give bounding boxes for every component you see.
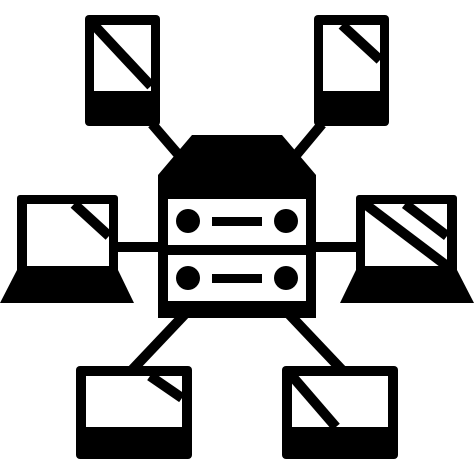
- link-bottom-right: [284, 309, 346, 374]
- tablet-top-left-icon: [85, 15, 160, 126]
- laptop-left-icon: [0, 195, 134, 303]
- server-icon: [158, 135, 316, 318]
- link-bottom-left: [128, 309, 190, 374]
- laptop-right-icon: [340, 195, 474, 303]
- monitor-bottom-right-icon: [282, 366, 398, 459]
- tablet-top-right-icon: [314, 15, 389, 126]
- monitor-bottom-left-icon: [76, 366, 192, 459]
